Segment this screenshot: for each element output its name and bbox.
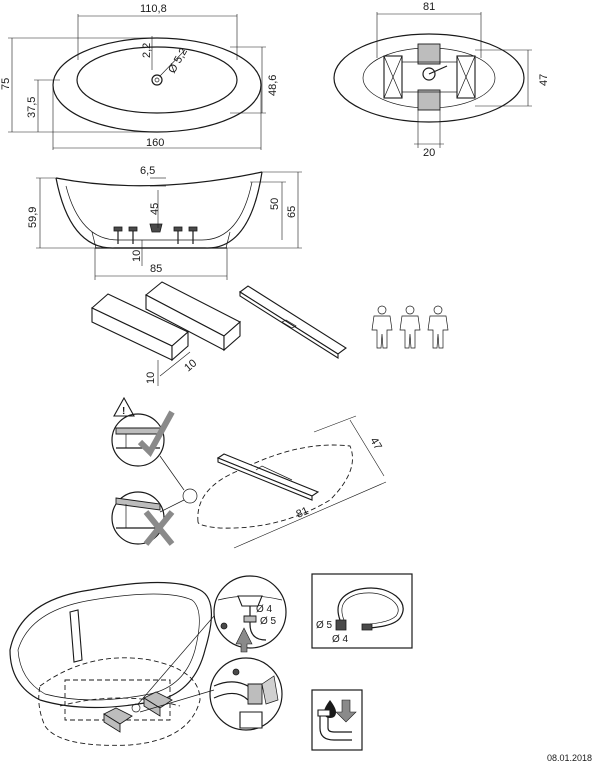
dim-width-top: 110,8	[140, 3, 167, 15]
dim-frame-width: 81	[423, 1, 435, 13]
svg-text:!: !	[122, 406, 125, 417]
tub-frame-view: 81 47 20	[333, 1, 550, 159]
dim-height-65: 65	[286, 206, 298, 218]
down-arrow-icon	[335, 699, 357, 723]
dim-leg-height: 10	[131, 250, 143, 262]
dim-2-2: 2,2	[141, 43, 153, 58]
dim-placement-width: 47	[367, 436, 384, 453]
drain-pipe-box	[311, 689, 363, 751]
dim-height-59-9: 59,9	[27, 207, 39, 228]
dim-length-160: 160	[146, 137, 164, 149]
drain-arrow-icon	[261, 675, 279, 705]
dim-frame-height: 47	[538, 74, 550, 86]
label-hose-d4: Ø 4	[256, 604, 273, 615]
drain-detail	[209, 657, 283, 731]
document-date: 08.01.2018	[547, 753, 592, 763]
three-persons-icon	[371, 305, 449, 349]
dim-base-length: 85	[150, 263, 162, 275]
leveling-detail: !	[111, 396, 198, 546]
dim-height-50: 50	[269, 198, 281, 210]
support-blocks: 10 10	[91, 281, 241, 386]
hose-detail: Ø 4 Ø 5	[213, 575, 287, 653]
label-box-d5: Ø 5	[316, 620, 333, 631]
dim-block-height: 10	[145, 372, 157, 384]
side-legs	[113, 223, 198, 244]
tub-side-view: 6,5 45 59,9 50 65 10 85	[27, 165, 302, 280]
dim-inner-height: 48,6	[267, 75, 279, 96]
dim-height-75: 75	[0, 78, 12, 90]
label-box-d4: Ø 4	[332, 634, 349, 645]
dim-drain-height: 45	[149, 203, 161, 215]
connect-arrow-icon	[235, 627, 253, 653]
dim-foot-width: 20	[423, 147, 435, 159]
dim-drain-diameter: Ø 5,2	[166, 46, 190, 75]
placement-plan: 47 81	[197, 415, 387, 549]
flexible-hose-box: Ø 5 Ø 4	[311, 573, 413, 649]
dim-depth: 6,5	[140, 165, 155, 177]
tub-installation-perspective	[9, 581, 215, 746]
check-mark-icon	[137, 410, 175, 457]
spirit-level	[239, 285, 347, 359]
warning-icon	[113, 396, 135, 417]
tub-top-view: 110,8 2,2 Ø 5,2 75 37,5 48,6 160	[0, 3, 279, 150]
dim-37-5: 37,5	[26, 97, 38, 118]
label-hose-d5: Ø 5	[260, 616, 277, 627]
dim-block-width: 10	[182, 357, 199, 374]
cross-mark-icon	[143, 510, 175, 546]
dim-placement-length: 81	[294, 505, 310, 521]
